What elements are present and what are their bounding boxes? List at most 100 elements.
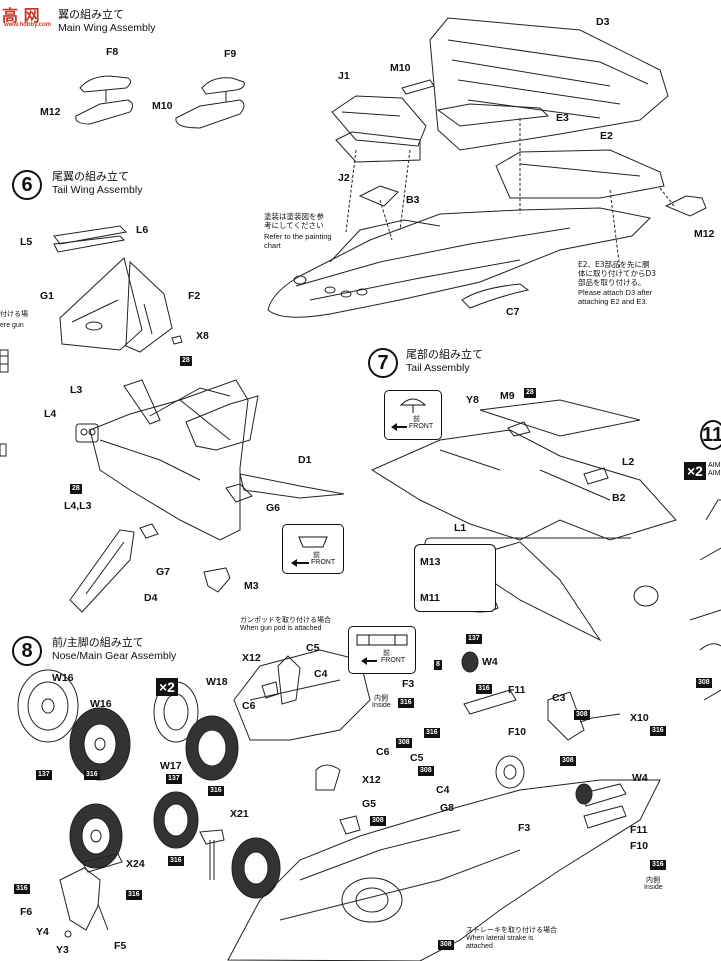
part-f8-drawing [75,75,134,125]
part-label: B2 [612,492,626,504]
part-label: J2 [338,172,350,184]
part-label: X24 [126,858,145,870]
tail-title-en: Tail Assembly [406,362,470,374]
paint-code-chip: 137 [466,634,482,644]
part-label: M9 [500,390,515,402]
watermark: 高 网 [2,6,40,25]
part-label: F5 [114,940,127,952]
part-label: F10 [630,840,649,852]
inside-note-en: Inside [372,702,391,709]
inside-note-jp: 内側 [374,694,388,702]
front-label-en: FRONT [409,423,434,430]
part-tail-cone-drawing [633,585,659,607]
step11-fragments [689,499,721,701]
gunpod-front-icon [356,634,408,665]
tail-fuselage-drawing [75,379,249,541]
paint-code-chip: 316 [14,884,30,894]
part-label: X21 [230,808,249,820]
part-d4-drawing [69,529,135,613]
paint-code-chip: 316 [84,770,100,780]
part-label: W16 [90,698,112,710]
part-label: W16 [52,672,74,684]
fuselage-bottom-drawing [227,779,661,961]
part-label: C4 [314,668,328,680]
tail-wing-title-jp: 尾翼の組み立て [52,170,129,183]
part-l3-drawing [123,379,161,425]
multiplier-right: ×2 [684,462,706,480]
paint-code-chip: 316 [650,726,666,736]
part-label: G6 [266,502,281,514]
part-label: C5 [306,642,320,654]
part-label: C6 [242,700,256,712]
paint-code-chip: 316 [424,728,440,738]
part-label: G5 [362,798,377,810]
left-edge-note-en: ere gun [0,322,24,329]
gunpod-note-en: When gun pod is attached [240,625,322,632]
front-label-jp: 前 [313,551,320,559]
part-label: L4,L3 [64,500,92,512]
part-label: M12 [40,106,61,118]
canopy-front-icon [391,398,427,431]
part-f9-drawing [175,77,245,129]
part-label: C4 [436,784,450,796]
paint-code-chip: 28 [524,388,536,398]
part-m3-drawing [203,567,231,593]
strake-note-en: When lateral strake is attached [466,935,534,950]
part-label: X8 [196,330,209,342]
watermark-url: www.hobby.com [4,22,52,28]
paint-code-chip: 308 [696,678,712,688]
part-label: F11 [508,684,526,696]
part-d1-drawing [239,473,345,499]
attach-note-en: Please attach D3 after attaching E2 and … [578,288,653,306]
part-label: W18 [206,676,228,688]
part-label: X12 [242,652,261,664]
paint-code-chip: 308 [574,710,590,720]
front-label-jp: 前 [413,415,420,423]
paint-code-chip: 137 [166,774,182,784]
part-label: M3 [244,580,259,592]
part-label: L3 [70,384,83,396]
part-label: F3 [518,822,531,834]
front-label-en: FRONT [311,559,336,566]
part-label: F8 [106,46,119,58]
part-label: M13 [420,556,441,568]
part-label: F10 [508,726,527,738]
part-x10-drawing [579,713,621,723]
part-x24-f6-drawing [59,853,123,938]
part-x21-strut-drawing [199,829,225,880]
part-label: Y4 [36,926,49,938]
paint-code-chip: 316 [168,856,184,866]
part-g7-drawing [139,523,159,539]
part-c5-c6-drawing [261,655,301,705]
part-g1-drawing [59,257,143,351]
part-label: C3 [552,692,566,704]
tail-assembly-drawing [370,399,677,642]
part-label: M10 [152,100,173,112]
attach-note-jp: E2、E3部品を先に胴 体に取り付けてからD3 部品を取り付ける。 [578,260,657,287]
tail-callout-box [414,544,496,612]
part-label: G8 [440,802,455,814]
part-label: D1 [298,454,312,466]
part-label: F3 [402,678,415,690]
part-w16-wheel-drawing [17,669,131,781]
part-f2-drawing [125,260,173,353]
part-label: L2 [622,456,635,468]
part-d3-drawing [429,17,669,151]
gear-title-jp: 前/主脚の組み立て [52,636,144,649]
part-label: X12 [362,774,381,786]
step-number-6: 6 [12,170,42,200]
part-label: L5 [20,236,33,248]
guide-lines-step5 [345,118,675,271]
paint-code-chip: 308 [438,940,454,950]
part-label: L4 [44,408,57,420]
painting-note-jp: 塗装は塗装図を参 考にしてください [264,212,324,230]
part-l5-l6-drawing [53,225,128,253]
part-w4-wheels-drawing [461,651,593,805]
paint-code-chip: 28 [180,356,192,366]
gear-title-en: Nose/Main Gear Assembly [52,650,177,662]
paint-code-chip: 316 [398,698,414,708]
main-wing-title-jp: 翼の組み立て [58,8,124,21]
paint-code-chip: 316 [650,860,666,870]
